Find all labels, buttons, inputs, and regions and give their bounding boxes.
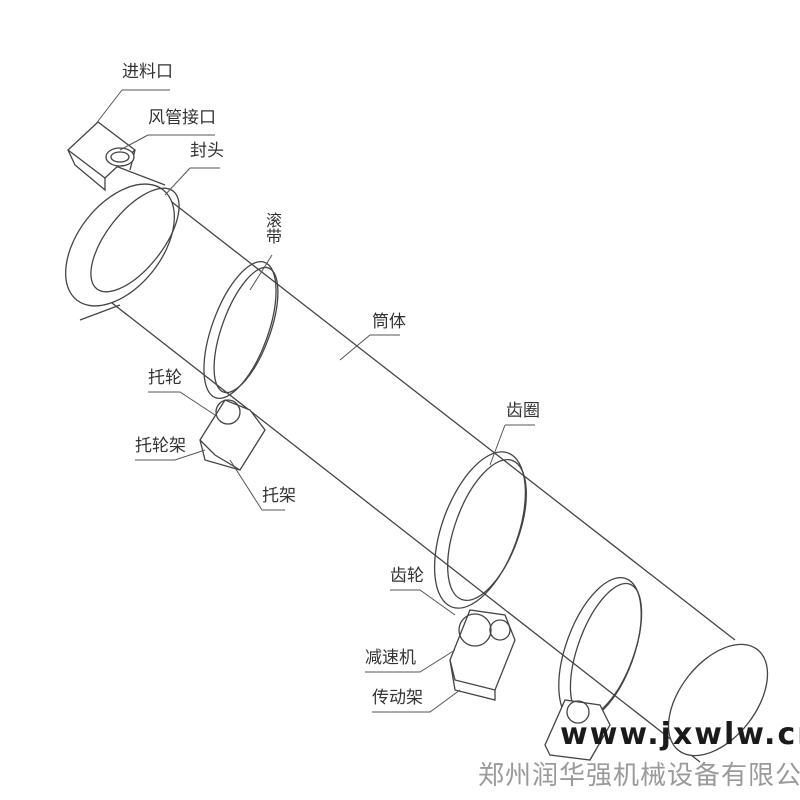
label-reducer: 减速机: [365, 648, 416, 668]
end-cover: [65, 159, 180, 321]
support-roller-2: [544, 699, 611, 761]
label-shell: 筒体: [372, 312, 406, 332]
leader-lines: [94, 89, 535, 713]
air-duct-port-inner: [110, 151, 130, 163]
label-support-roller: 托轮: [148, 368, 182, 388]
label-tire-ring: 滚带: [263, 212, 282, 244]
label-feed-inlet: 进料口: [122, 62, 173, 82]
air-duct-port: [105, 147, 135, 167]
gear-ring: [433, 451, 527, 609]
watermark-company: 郑州润华强机械设备有限公司: [478, 761, 800, 791]
support-roller-1: [199, 399, 266, 471]
label-pinion: 齿轮: [390, 566, 424, 586]
shell-body: [111, 184, 769, 763]
label-drive-frame: 传动架: [372, 688, 423, 708]
drive-assembly: [449, 609, 516, 701]
tire-ring-1: [203, 261, 279, 399]
label-roller-frame: 托轮架: [135, 436, 186, 456]
label-end-cover: 封头: [190, 141, 224, 161]
label-gear-ring: 齿圈: [506, 401, 540, 421]
label-air-duct-port: 风管接口: [148, 108, 216, 128]
watermark-url: www.jxwlw.cn: [560, 717, 800, 752]
label-bracket: 托架: [262, 486, 296, 506]
